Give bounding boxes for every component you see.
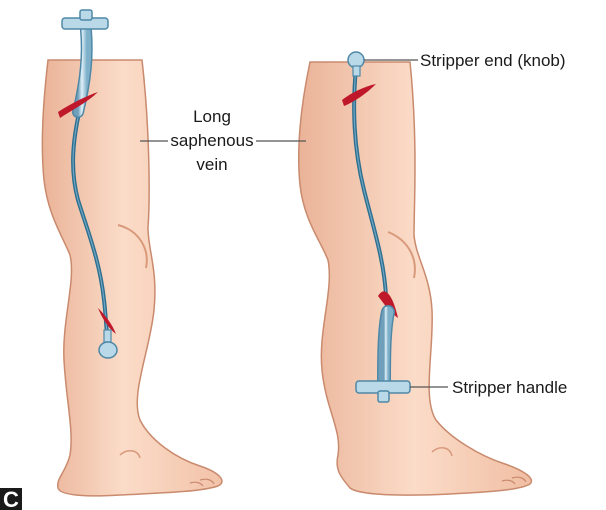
right-leg-silhouette (299, 62, 532, 495)
label-stripper-end-text: Stripper end (knob) (420, 51, 566, 70)
right-stripper-handle-tube-fill (384, 312, 388, 386)
left-stripper-knob-stem (104, 330, 111, 342)
label-stripper-handle: Stripper handle (410, 378, 567, 397)
right-stripper-knob-stem (353, 66, 360, 76)
left-stripper-handle-cap (80, 10, 92, 20)
label-long-saphenous-vein: Long saphenous vein (140, 107, 306, 174)
label-stripper-handle-text: Stripper handle (452, 378, 567, 397)
panel-letter-badge: C (0, 487, 22, 510)
right-leg (299, 62, 532, 495)
label-vein-line-2: saphenous (170, 131, 253, 150)
label-vein-line-3: vein (196, 155, 227, 174)
left-stripper-knob (99, 342, 117, 358)
right-stripper-handle-cap (378, 391, 389, 402)
panel-letter: C (3, 487, 19, 510)
label-vein-line-1: Long (193, 107, 231, 126)
